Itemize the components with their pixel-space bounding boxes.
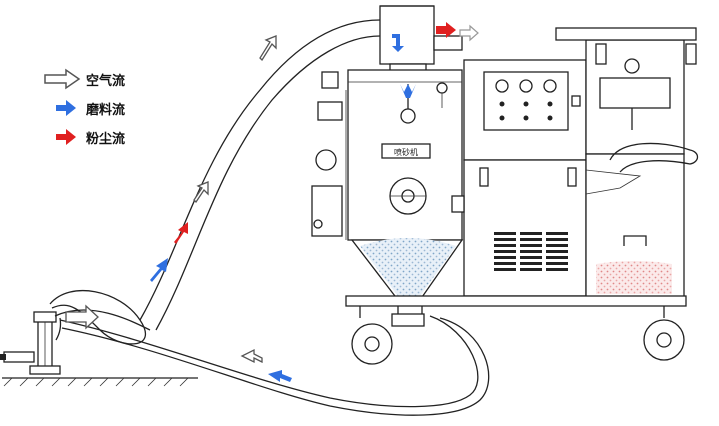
dust-flow-arrow-icon xyxy=(56,129,76,145)
control-cabinet xyxy=(451,59,587,297)
dust-collector xyxy=(555,27,699,301)
media-flow-arrow-icon xyxy=(56,100,76,116)
ground xyxy=(2,377,198,387)
cabinet-vent xyxy=(494,232,568,271)
legend-label-media: 磨料流 xyxy=(86,102,126,118)
cart-frame xyxy=(345,295,687,327)
air-flow-arrow-icon xyxy=(44,68,81,90)
legend-item-air: 空气流 xyxy=(42,68,125,90)
air-flow-arrows xyxy=(65,24,479,364)
media-flow-arrows xyxy=(150,34,416,382)
dust-flow-arrows xyxy=(174,22,456,244)
wheel-right xyxy=(643,319,685,361)
machine-nameplate: 喷砂机 xyxy=(394,147,418,157)
return-hose xyxy=(59,315,490,416)
legend-item-media: 磨料流 xyxy=(42,97,125,119)
legend-item-dust: 粉尘流 xyxy=(42,126,125,148)
blast-gun xyxy=(0,311,62,375)
air-hose xyxy=(49,19,381,345)
wheel-left xyxy=(351,323,393,365)
legend-label-dust: 粉尘流 xyxy=(86,131,126,147)
cyclone-inlet xyxy=(379,5,463,73)
legend-label-air: 空气流 xyxy=(86,73,126,89)
blast-tank: 喷砂机 xyxy=(311,69,464,319)
